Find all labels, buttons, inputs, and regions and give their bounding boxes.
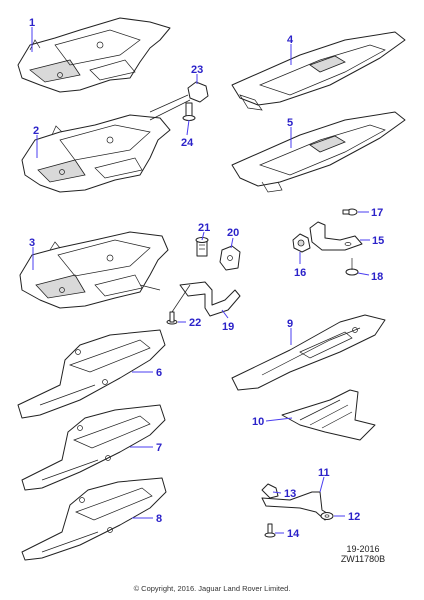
callout-17: 17 — [371, 207, 383, 219]
part-19-bracket — [179, 281, 241, 317]
part-4-floor-pan — [231, 31, 406, 111]
reference-line-2: ZW11780B — [340, 554, 386, 564]
part-10-bracket-panel — [281, 389, 376, 441]
part-20-nut-clip — [219, 245, 241, 271]
part-9-shield — [231, 314, 386, 391]
callout-21: 21 — [198, 222, 210, 234]
reference-line-1: 19-2016 — [346, 544, 380, 554]
reference-code: 19-2016 ZW11780B — [328, 544, 398, 564]
part-14-bolt — [264, 523, 276, 538]
callout-labels: 1 2 3 4 5 6 7 8 9 10 11 12 13 14 15 16 1… — [29, 17, 384, 540]
part-2-undertray — [21, 114, 171, 193]
callout-24: 24 — [181, 137, 194, 149]
part-12-washer — [320, 512, 334, 520]
callout-22: 22 — [189, 317, 201, 329]
callout-2: 2 — [33, 125, 39, 137]
callout-18: 18 — [371, 271, 383, 283]
callout-20: 20 — [227, 227, 239, 239]
part-21-stud — [195, 237, 209, 257]
part-15-bracket — [309, 221, 363, 251]
part-18-washer — [345, 258, 359, 276]
part-6-shield — [17, 329, 166, 419]
part-8-shield — [21, 477, 167, 561]
part-23-clip — [149, 81, 209, 121]
leader-lines — [31, 27, 370, 534]
callout-6: 6 — [156, 367, 162, 379]
part-24-push-pin — [182, 102, 196, 121]
callout-11: 11 — [318, 467, 330, 479]
part-13-clip — [261, 483, 279, 499]
callout-19: 19 — [222, 321, 234, 333]
part-7-shield — [21, 404, 166, 491]
callout-8: 8 — [156, 513, 162, 525]
part-22-bolt — [166, 284, 191, 325]
callout-1: 1 — [29, 17, 35, 29]
part-3-undertray — [19, 231, 169, 309]
callout-14: 14 — [287, 528, 300, 540]
callout-16: 16 — [294, 267, 306, 279]
callout-5: 5 — [287, 117, 293, 129]
part-1-undertray — [17, 17, 171, 93]
callout-9: 9 — [287, 318, 293, 330]
part-5-floor-pan — [231, 111, 406, 193]
callout-4: 4 — [287, 34, 294, 46]
callout-3: 3 — [29, 237, 35, 249]
callout-23: 23 — [191, 64, 203, 76]
copyright-notice: © Copyright, 2016. Jaguar Land Rover Lim… — [133, 584, 291, 593]
callout-7: 7 — [156, 442, 162, 454]
callout-15: 15 — [372, 235, 384, 247]
callout-10: 10 — [252, 416, 264, 428]
part-17-screw — [342, 208, 358, 216]
callout-12: 12 — [348, 511, 360, 523]
part-16-connector — [292, 233, 311, 253]
callout-13: 13 — [284, 488, 296, 500]
